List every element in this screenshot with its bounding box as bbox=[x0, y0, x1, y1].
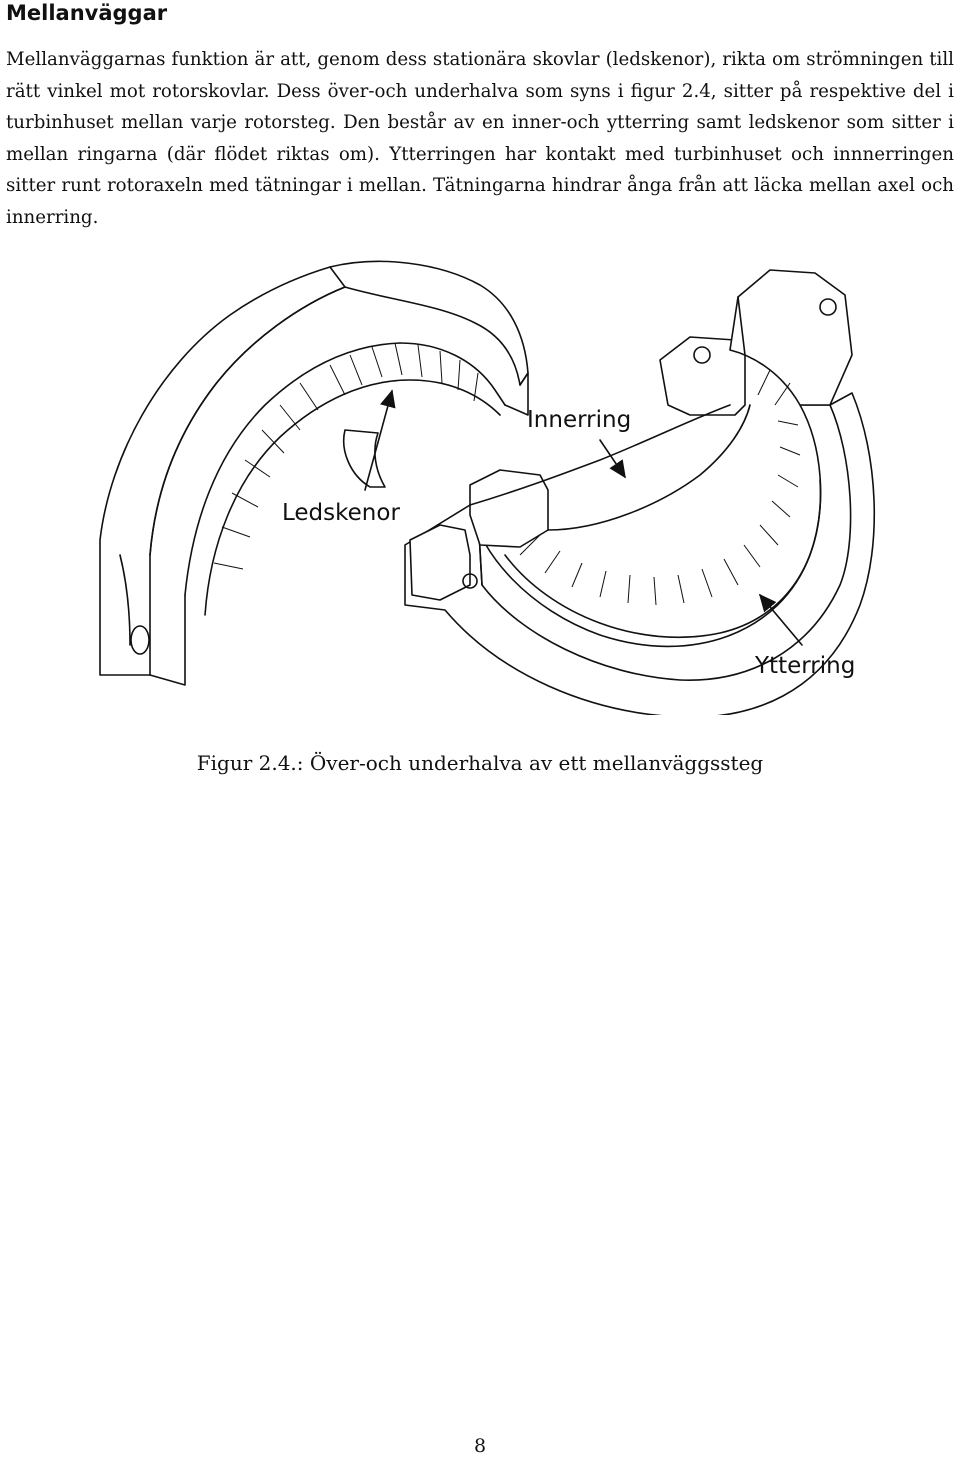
figure-caption: Figur 2.4.: Över-och underhalva av ett m… bbox=[196, 751, 764, 775]
upper-half-diaphragm bbox=[99, 260, 529, 686]
figure-diaphragm-halves: Innerring Ledskenor Ytterring bbox=[0, 255, 960, 715]
label-innerring: Innerring bbox=[527, 407, 631, 433]
arrow-ytterring bbox=[758, 593, 803, 646]
arrow-innerring bbox=[599, 439, 626, 479]
label-ytterring: Ytterring bbox=[754, 653, 855, 679]
guide-vanes-upper bbox=[213, 342, 479, 570]
arrow-ledskenor bbox=[364, 389, 396, 491]
guide-vanes-lower bbox=[519, 369, 801, 606]
body-paragraph: Mellanväggarnas funktion är att, genom d… bbox=[6, 49, 954, 228]
page-number: 8 bbox=[473, 1435, 487, 1457]
section-heading: Mellanväggar bbox=[6, 1, 168, 25]
label-ledskenor: Ledskenor bbox=[282, 500, 400, 526]
lower-half-diaphragm bbox=[404, 269, 876, 715]
diaphragm-drawing: Innerring Ledskenor Ytterring bbox=[99, 260, 876, 715]
